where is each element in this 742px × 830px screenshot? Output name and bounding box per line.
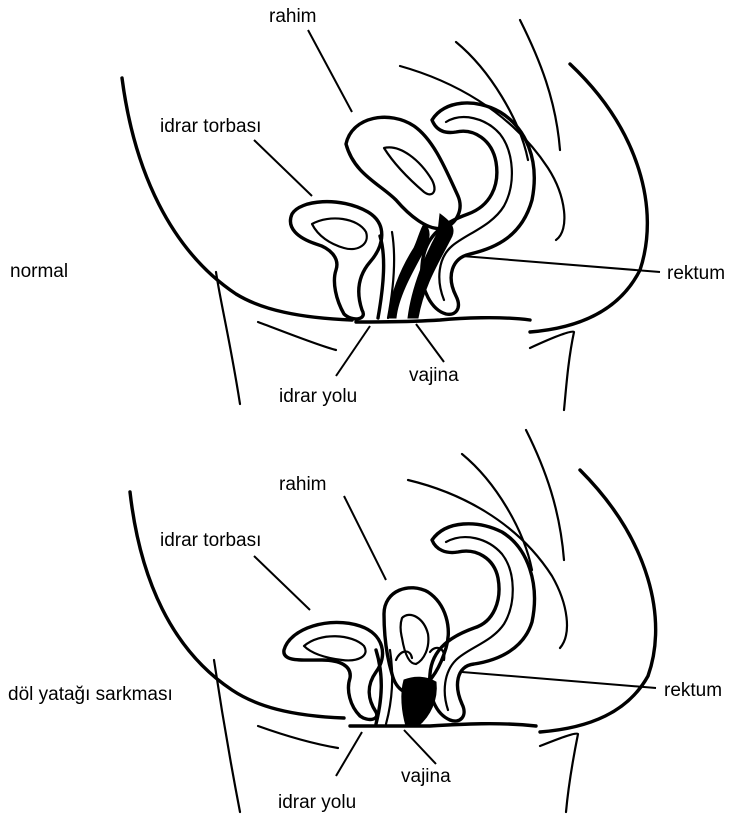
back-outline [530, 64, 647, 332]
sacrum-back-outline [520, 20, 560, 150]
pointer-rahim-normal [308, 30, 352, 112]
sacrum-inner-outline [456, 42, 528, 160]
rectum-inner-wall-prolapse [445, 537, 513, 710]
label-bladder-normal: idrar torbası [160, 116, 261, 137]
inner-thigh-outline-prolapse [258, 726, 338, 748]
label-bladder-prolapse: idrar torbası [160, 530, 261, 551]
urethra-tube-prolapse [376, 650, 381, 724]
pointer-bladder-prolapse [254, 556, 310, 610]
prolapse-anatomy-panel: döl yatağı sarkması rahim idrar torbası … [8, 430, 722, 813]
sacrum-back-outline-prolapse [526, 430, 564, 560]
condition-label-normal: normal [10, 261, 68, 282]
label-vagina-normal: vajina [409, 365, 459, 386]
sacrum-outline-prolapse [408, 480, 567, 648]
pointer-rectum-normal [462, 256, 660, 272]
pointer-rectum-prolapse [462, 672, 656, 688]
pointer-urethra-normal [336, 326, 370, 376]
bladder-inner-wall-prolapse [304, 636, 366, 660]
buttock-outline-prolapse [540, 734, 578, 812]
label-urethra-normal: idrar yolu [279, 386, 357, 407]
pointer-bladder-normal [254, 140, 312, 196]
uterus-cavity [384, 147, 434, 194]
buttock-outline [530, 332, 574, 410]
label-rectum-normal: rektum [667, 263, 725, 284]
thigh-outline [216, 272, 240, 404]
pointer-rahim-prolapse [344, 496, 386, 580]
pointer-vagina-prolapse [404, 730, 436, 764]
condition-label-prolapse: döl yatağı sarkması [8, 684, 173, 705]
back-outline-prolapse [540, 470, 656, 732]
abdomen-outline [122, 78, 352, 320]
normal-anatomy-panel: normal rahim idrar torbası rektum vajina… [10, 6, 725, 410]
label-urethra-prolapse: idrar yolu [278, 792, 356, 813]
pointer-vagina-normal [416, 324, 444, 362]
uterus-cavity-prolapse [401, 615, 429, 664]
thigh-outline-prolapse [214, 660, 240, 812]
label-vagina-prolapse: vajina [401, 766, 451, 787]
inner-thigh-outline [258, 322, 336, 350]
pointer-urethra-prolapse [336, 732, 362, 776]
perineum-line [356, 318, 530, 322]
sacrum-outline [400, 66, 564, 240]
perineum-line-prolapse [350, 724, 536, 726]
label-rahim-normal: rahim [269, 6, 317, 27]
label-rahim-prolapse: rahim [279, 474, 327, 495]
label-rectum-prolapse: rektum [664, 680, 722, 701]
